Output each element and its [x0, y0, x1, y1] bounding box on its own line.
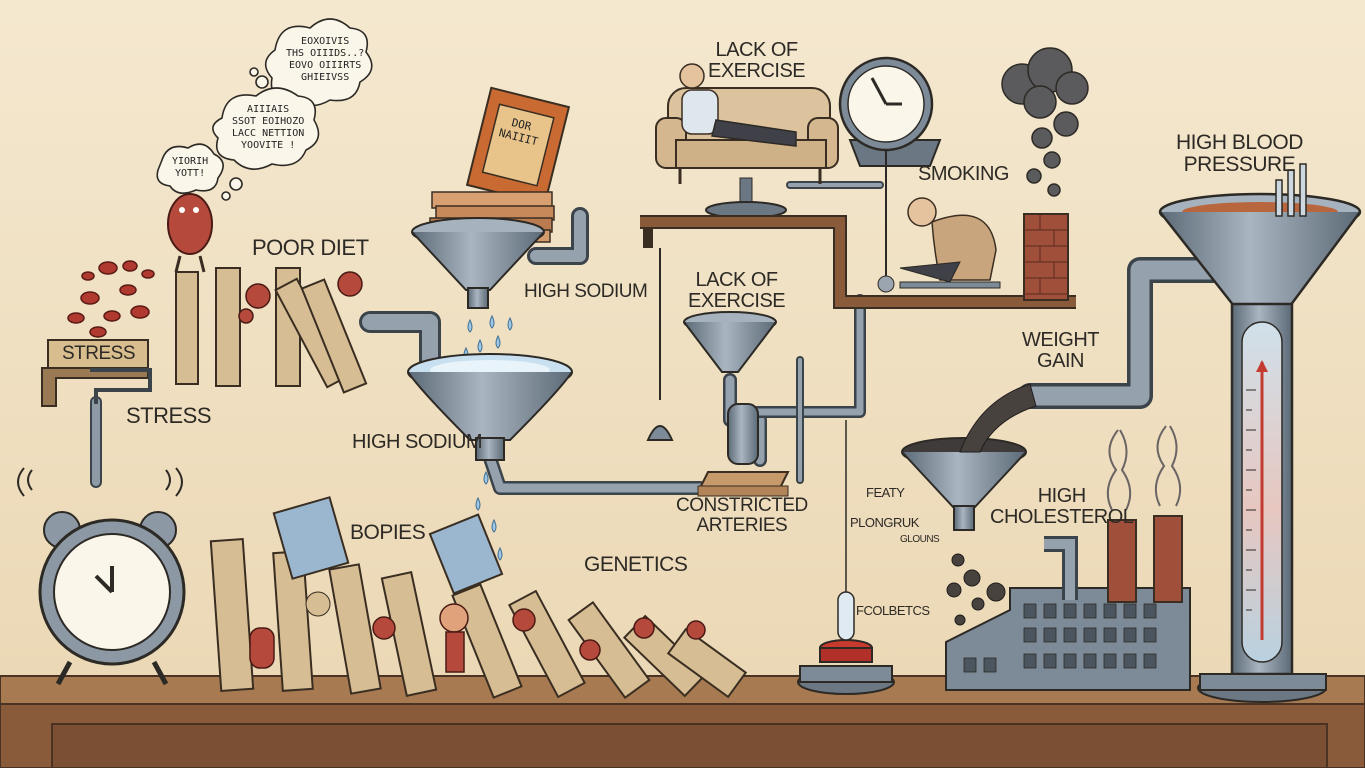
brick-chimney-icon: [1023, 213, 1069, 301]
factory-icon: [945, 425, 1191, 691]
small-creatures-top: [238, 271, 363, 324]
high-sodium-mid-label: HIGH SODIUM: [352, 431, 483, 453]
stress-box-label: STRESS: [62, 343, 136, 364]
sodium-funnel-icon: [407, 353, 573, 461]
gauge-icon: [838, 56, 942, 293]
lack-of-exercise-mid-label: LACK OF EXERCISE: [688, 269, 786, 312]
cholesterol-funnel-icon: [901, 437, 1027, 531]
thought-bubbles: [156, 18, 373, 201]
high-cholesterol-label: HIGH CHOLESTEROL: [990, 485, 1134, 528]
high-blood-pressure-label: HIGH BLOOD PRESSURE: [1176, 131, 1303, 177]
small-creatures-bottom: [249, 603, 706, 673]
red-button-icon: [797, 639, 895, 695]
test-tube-icon: [837, 420, 855, 641]
thought-bubble-2-text: AIIIAIS SSOT EOIHOZO LACC NETTION YOOVIT…: [232, 104, 305, 151]
stress-clamp: [41, 339, 152, 407]
constricted-arteries-label: CONSTRICTED ARTERIES: [676, 495, 808, 536]
wooden-shelf: [640, 215, 1076, 309]
alarm-clock-icon: [17, 467, 186, 686]
plongruk-label: PLONGRUK: [850, 515, 919, 530]
funnel-icon: [411, 217, 545, 309]
dominoes-top: [175, 267, 368, 394]
smoke-icon: [1001, 47, 1089, 197]
glouns-label: GLOUNS: [900, 534, 940, 545]
pipe-network: [90, 181, 1243, 495]
pendulum: [646, 248, 674, 441]
smoking-label: SMOKING: [918, 163, 1009, 185]
smoking-person-icon: [899, 197, 1001, 289]
bopies-label: BOPIES: [350, 521, 426, 544]
valve-icon: [697, 403, 790, 497]
blood-cells: [67, 260, 155, 338]
high-sodium-top-label: HIGH SODIUM: [524, 281, 648, 302]
feaf-label: FEATY: [866, 485, 905, 500]
genetics-label: GENETICS: [584, 553, 688, 576]
lazy-person-icon: [679, 63, 797, 147]
weight-gain-label: WEIGHT GAIN: [1022, 329, 1100, 372]
virus-creature-icon: [167, 193, 213, 273]
thought-bubble-1-text: EOXOIVIS THS OIIIDS..? EOVO OIIIRTS GHIE…: [286, 36, 365, 83]
thermometer-icon: [1158, 163, 1362, 703]
fat-particles: [946, 383, 1037, 626]
food-packages: [272, 496, 504, 617]
stress-label: STRESS: [126, 403, 212, 428]
exercise-funnel-icon: [683, 311, 777, 373]
lack-of-exercise-top-label: LACK OF EXERCISE: [708, 39, 806, 82]
poor-diet-label: POOR DIET: [252, 235, 369, 260]
fcolbetcs-label: FCOLBETCS: [856, 603, 930, 618]
thought-bubble-3-text: YIORIH YOTT!: [172, 156, 209, 179]
water-drops-lower: [469, 470, 503, 561]
